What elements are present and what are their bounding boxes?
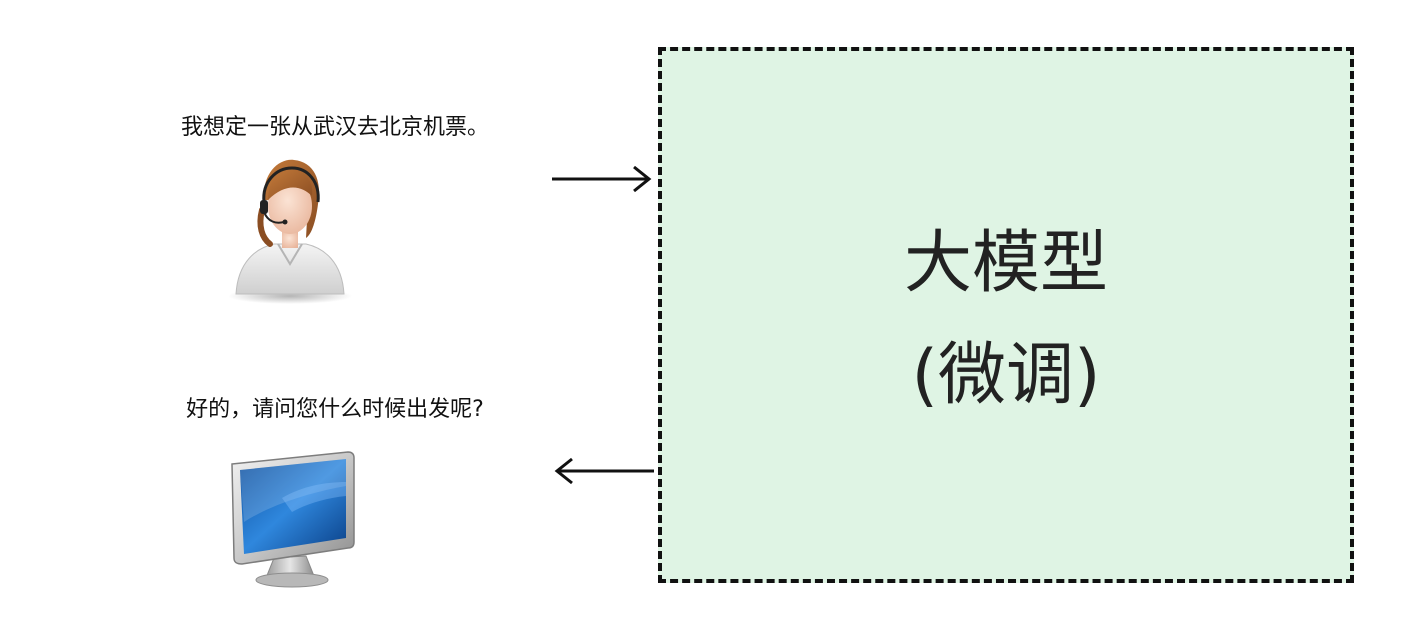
computer-figure bbox=[222, 446, 362, 594]
input-arrow bbox=[552, 165, 652, 193]
computer-monitor-icon bbox=[231, 451, 355, 588]
reply-message-text: 好的，请问您什么时候出发呢? bbox=[186, 397, 484, 422]
large-model-label-wrap: 大模型 (微调) bbox=[658, 0, 1354, 638]
user-figure bbox=[222, 152, 358, 308]
customer-service-agent-icon bbox=[228, 159, 352, 304]
large-model-subtitle: (微调) bbox=[911, 336, 1101, 415]
large-model-title: 大模型 bbox=[903, 224, 1108, 303]
output-arrow bbox=[554, 457, 654, 485]
user-message-text: 我想定一张从武汉去北京机票。 bbox=[180, 115, 489, 140]
large-model-box bbox=[658, 47, 1354, 583]
